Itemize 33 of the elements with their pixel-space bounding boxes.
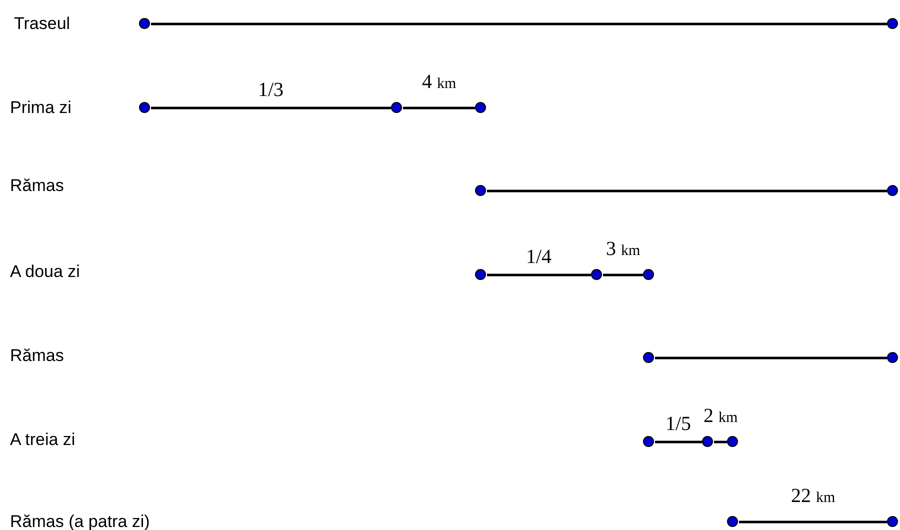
line-segment bbox=[603, 274, 643, 276]
point-dot bbox=[643, 269, 654, 280]
line-segment bbox=[714, 440, 727, 444]
point-dot bbox=[591, 269, 602, 280]
point-dot bbox=[727, 436, 738, 447]
point-dot bbox=[139, 102, 150, 113]
line-segment bbox=[151, 22, 887, 26]
line-segment bbox=[151, 106, 391, 110]
point-dot bbox=[727, 516, 738, 527]
point-dot bbox=[702, 436, 713, 447]
line-segment bbox=[403, 106, 475, 110]
point-dot bbox=[887, 516, 898, 527]
row-label: Traseul bbox=[14, 14, 70, 34]
point-dot bbox=[887, 185, 898, 196]
point-dot bbox=[475, 102, 486, 113]
point-dot bbox=[475, 185, 486, 196]
line-segment bbox=[739, 520, 887, 524]
line-segment bbox=[655, 356, 887, 360]
point-dot bbox=[887, 352, 898, 363]
row-label: Prima zi bbox=[10, 98, 72, 118]
point-dot bbox=[475, 269, 486, 280]
point-dot bbox=[643, 352, 654, 363]
line-segment bbox=[487, 190, 887, 192]
line-segment bbox=[655, 440, 702, 444]
line-segment bbox=[487, 274, 591, 276]
point-dot bbox=[139, 18, 150, 29]
row-label: Rămas bbox=[10, 346, 64, 366]
row-label: A doua zi bbox=[10, 262, 80, 282]
point-dot bbox=[887, 18, 898, 29]
row-label: A treia zi bbox=[10, 430, 76, 450]
point-dot bbox=[643, 436, 654, 447]
row-label: Rămas bbox=[10, 176, 64, 196]
point-dot bbox=[391, 102, 402, 113]
